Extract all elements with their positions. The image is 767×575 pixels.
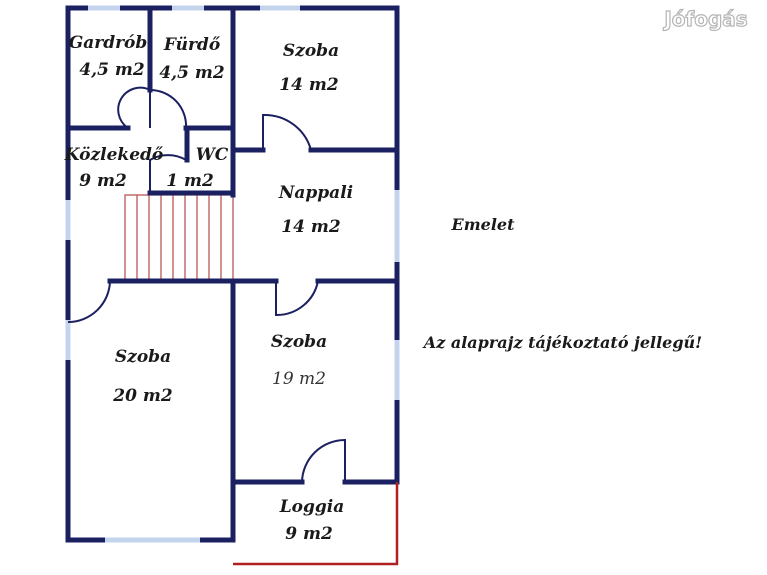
room-name: Közlekedő: [64, 145, 164, 165]
room-name: Szoba: [271, 332, 327, 352]
room-name: WC: [196, 145, 229, 165]
loggia-railing: [233, 482, 399, 566]
room-name: Fürdő: [163, 35, 221, 55]
room-area: 9 m2: [79, 171, 127, 191]
room-area: 4,5 m2: [159, 63, 224, 83]
disclaimer-note: Az alaprajz tájékoztató jellegű!: [422, 333, 702, 352]
room-kozlekedo: Közlekedő 9 m2: [64, 145, 164, 191]
room-area: 14 m2: [279, 75, 339, 95]
level-label: Emelet: [451, 215, 516, 234]
room-szoba-19: Szoba 19 m2: [271, 332, 327, 389]
room-gardrob: Gardrób 4,5 m2: [69, 33, 148, 80]
room-wc: WC 1 m2: [166, 145, 229, 191]
room-area: 1 m2: [166, 171, 214, 191]
staircase: [124, 194, 234, 282]
room-area: 14 m2: [281, 217, 341, 237]
room-szoba-20: Szoba 20 m2: [112, 347, 173, 406]
room-area: 4,5 m2: [79, 60, 144, 80]
room-szoba-14: Szoba 14 m2: [279, 41, 339, 95]
room-name: Szoba: [283, 41, 339, 61]
windows: [65, 5, 400, 543]
room-furdo: Fürdő 4,5 m2: [159, 35, 224, 83]
room-loggia: Loggia 9 m2: [279, 497, 345, 544]
room-name: Szoba: [115, 347, 171, 367]
room-name: Loggia: [279, 497, 345, 517]
doors: [67, 86, 346, 483]
room-area: 9 m2: [285, 524, 333, 544]
room-area: 19 m2: [272, 369, 326, 389]
room-name: Nappali: [278, 183, 353, 203]
watermark-logo: Jófogás: [662, 7, 747, 31]
room-name: Gardrób: [69, 33, 148, 53]
room-nappali: Nappali 14 m2: [278, 183, 353, 237]
room-area: 20 m2: [112, 386, 173, 406]
